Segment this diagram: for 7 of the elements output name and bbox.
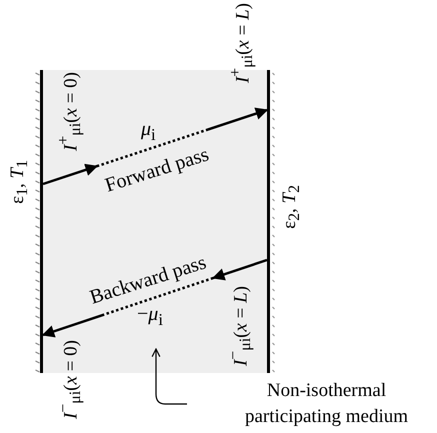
arrow bbox=[42, 258, 268, 338]
direction-label: −μ$_{i}$ bbox=[137, 304, 163, 329]
arrow bbox=[42, 108, 268, 186]
medium-label: Non-isothermal participating medium bbox=[244, 379, 410, 429]
direction-label: μ$_{i}$ bbox=[141, 119, 156, 144]
leader-line bbox=[152, 348, 187, 405]
edge-label: Forward pass bbox=[102, 144, 212, 196]
